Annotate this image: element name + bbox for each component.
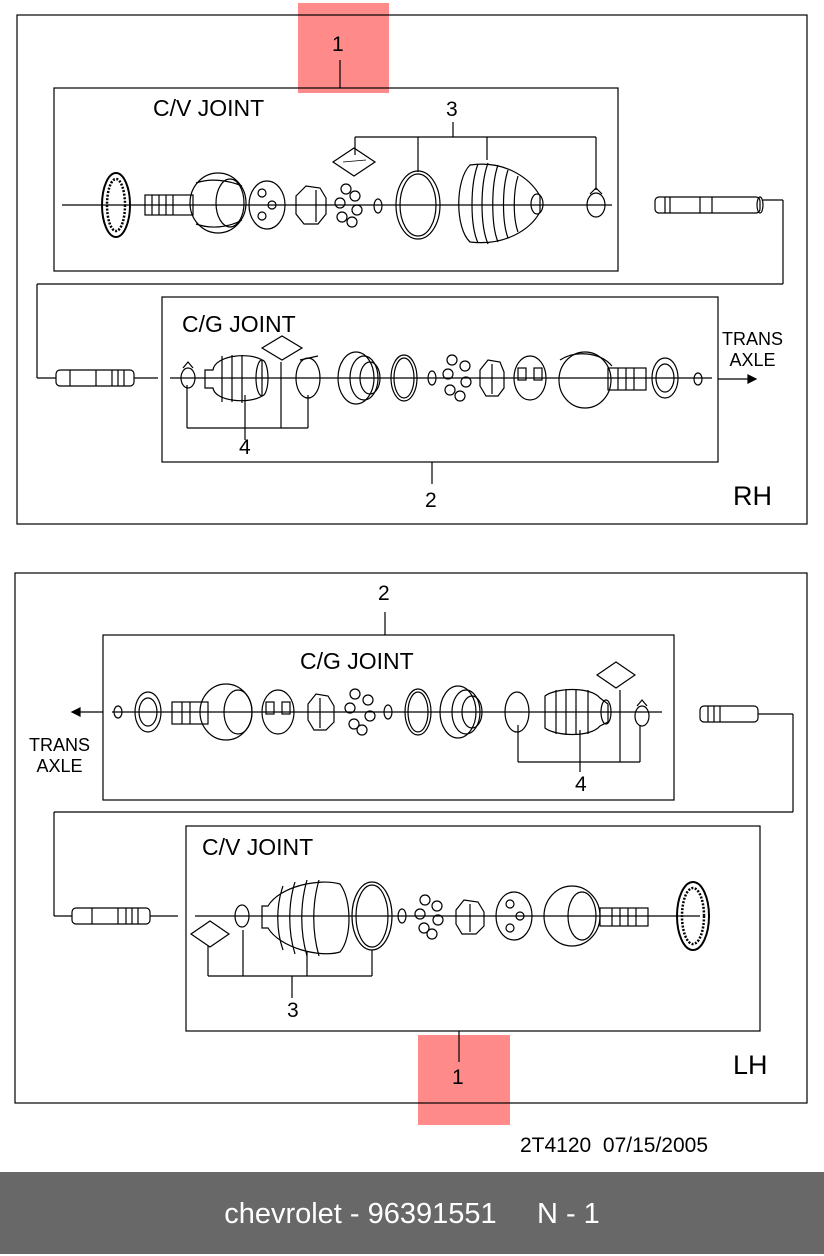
- rh-callout-2: 2: [425, 489, 437, 512]
- rh-cg-joint-title: C/G JOINT: [182, 311, 296, 337]
- lh-trans-axle-label: TRANS AXLE: [29, 735, 90, 777]
- rh-cg-shaft-end: [55, 369, 158, 387]
- rh-cg-boot: [204, 355, 269, 403]
- lh-cg-joint-box: [102, 634, 675, 801]
- lh-cv-joint-box: [185, 825, 761, 1032]
- lh-cv-stub-shaft: [599, 907, 649, 927]
- rh-cg-small-clamp: [180, 367, 196, 389]
- rh-cv-stub-shaft: [144, 194, 194, 216]
- lh-cv-parts: [189, 879, 710, 957]
- lh-trans-line2: AXLE: [36, 756, 83, 776]
- rh-cv-cage: [248, 180, 286, 230]
- rh-cv-large-clamp: [395, 170, 441, 240]
- lh-cv-balls: [414, 894, 444, 940]
- rh-trans-axle-label: TRANS AXLE: [722, 329, 783, 371]
- lh-cv-grease-packet: [189, 920, 231, 948]
- lh-panel: [14, 572, 808, 1104]
- rh-trans-line1: TRANS: [722, 329, 784, 349]
- rh-callout-4: 4: [239, 436, 251, 459]
- rh-outer-frame: [16, 14, 808, 525]
- exploded-axle-diagram: [14, 14, 808, 1104]
- lh-cg-grease-packet: [595, 661, 637, 689]
- lh-cg-balls: [344, 688, 376, 736]
- lh-cv-boot: [261, 879, 350, 957]
- lh-cv-joint-title: C/V JOINT: [202, 834, 314, 860]
- drawing-code-date: 2T4120 07/15/2005: [520, 1134, 708, 1157]
- lh-callout-3-bracket: [207, 930, 373, 998]
- lh-callout-4-bracket: [517, 690, 641, 772]
- rh-callout-3-bracket: [354, 122, 597, 190]
- part-number-caption: chevrolet - 96391551 N - 1: [224, 1198, 600, 1230]
- rh-cg-grease-packet: [260, 335, 304, 361]
- lh-intermediate-shaft: [53, 705, 794, 925]
- rh-trans-line2: AXLE: [729, 350, 776, 370]
- lh-trans-line1: TRANS: [29, 735, 91, 755]
- lh-callout-3: 3: [287, 999, 299, 1022]
- lh-callout-4: 4: [575, 773, 587, 796]
- lh-tone-ring: [676, 881, 710, 951]
- rh-tone-ring: [101, 172, 131, 238]
- rh-cv-parts: [62, 147, 612, 245]
- lh-cg-parts: [112, 661, 662, 741]
- callout-1-highlight-lh: [418, 1035, 510, 1125]
- footer-bar: chevrolet - 96391551 N - 1: [0, 1172, 824, 1254]
- lh-callout-1: 1: [452, 1066, 464, 1089]
- rh-callout-4-bracket: [186, 362, 309, 440]
- rh-cv-joint-title: C/V JOINT: [153, 95, 265, 121]
- rh-cv-joint-box: [53, 87, 619, 272]
- callout-1-highlight-rh: [298, 3, 389, 93]
- rh-cg-housing: [558, 351, 612, 409]
- rh-cg-parts: [170, 335, 712, 409]
- lh-cg-joint-title: C/G JOINT: [300, 648, 414, 674]
- rh-cv-balls: [334, 183, 363, 228]
- rh-trans-arrow: [718, 374, 758, 384]
- rh-cv-small-clamp: [586, 192, 606, 218]
- rh-cv-boot: [458, 162, 544, 245]
- lh-callout-2: 2: [378, 582, 390, 605]
- lh-cg-boot: [544, 688, 612, 736]
- rh-callout-3: 3: [446, 98, 458, 121]
- rh-panel: [16, 14, 808, 525]
- rh-side-label: RH: [733, 481, 772, 511]
- rh-cv-housing: [189, 172, 247, 234]
- lh-trans-arrow: [70, 707, 103, 717]
- rh-intermediate-shaft: [36, 196, 784, 379]
- lh-side-label: LH: [733, 1050, 768, 1080]
- rh-cg-balls: [442, 354, 472, 402]
- rh-cv-grease-packet: [331, 147, 377, 177]
- rh-callout-1: 1: [332, 33, 344, 56]
- rh-cv-inner-race: [295, 185, 327, 225]
- lh-cv-large-clamp: [351, 881, 393, 951]
- lh-outer-frame: [14, 572, 808, 1104]
- lh-cv-cage: [495, 891, 533, 941]
